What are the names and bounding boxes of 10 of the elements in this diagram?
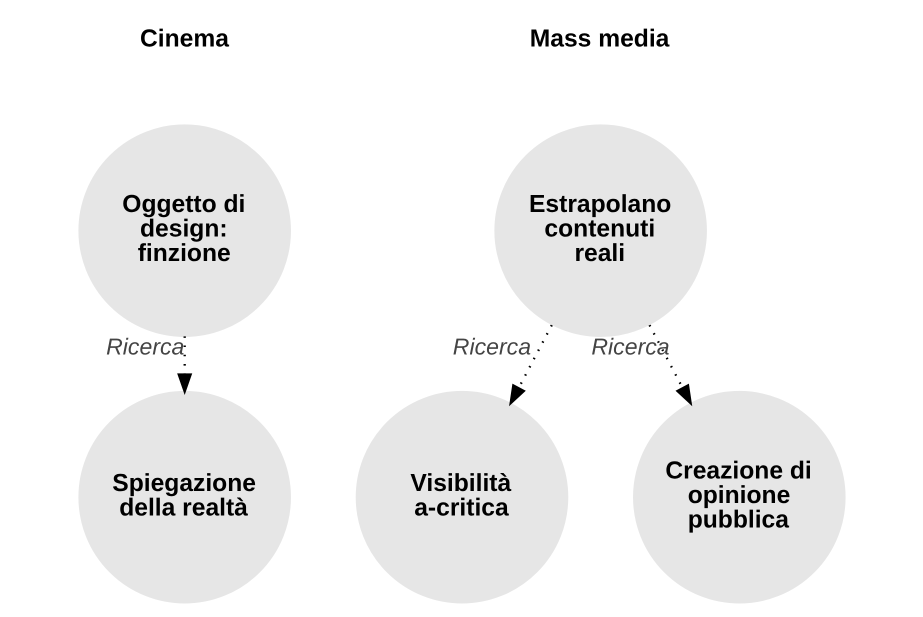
label: Cinema xyxy=(140,25,228,52)
arrow xyxy=(508,324,552,406)
arrow xyxy=(176,336,192,395)
node-circle: Visibilità a-critica xyxy=(355,390,568,604)
arrow xyxy=(648,324,692,406)
node-circle: Estrapolano contenuti reali xyxy=(494,124,706,337)
label: Mass media xyxy=(529,25,669,52)
node-circle: Creazione di opinione pubblica xyxy=(632,390,846,604)
node-circle: Spiegazione della realtà xyxy=(78,390,290,604)
node-circle: Oggetto di design: finzione xyxy=(78,124,290,337)
